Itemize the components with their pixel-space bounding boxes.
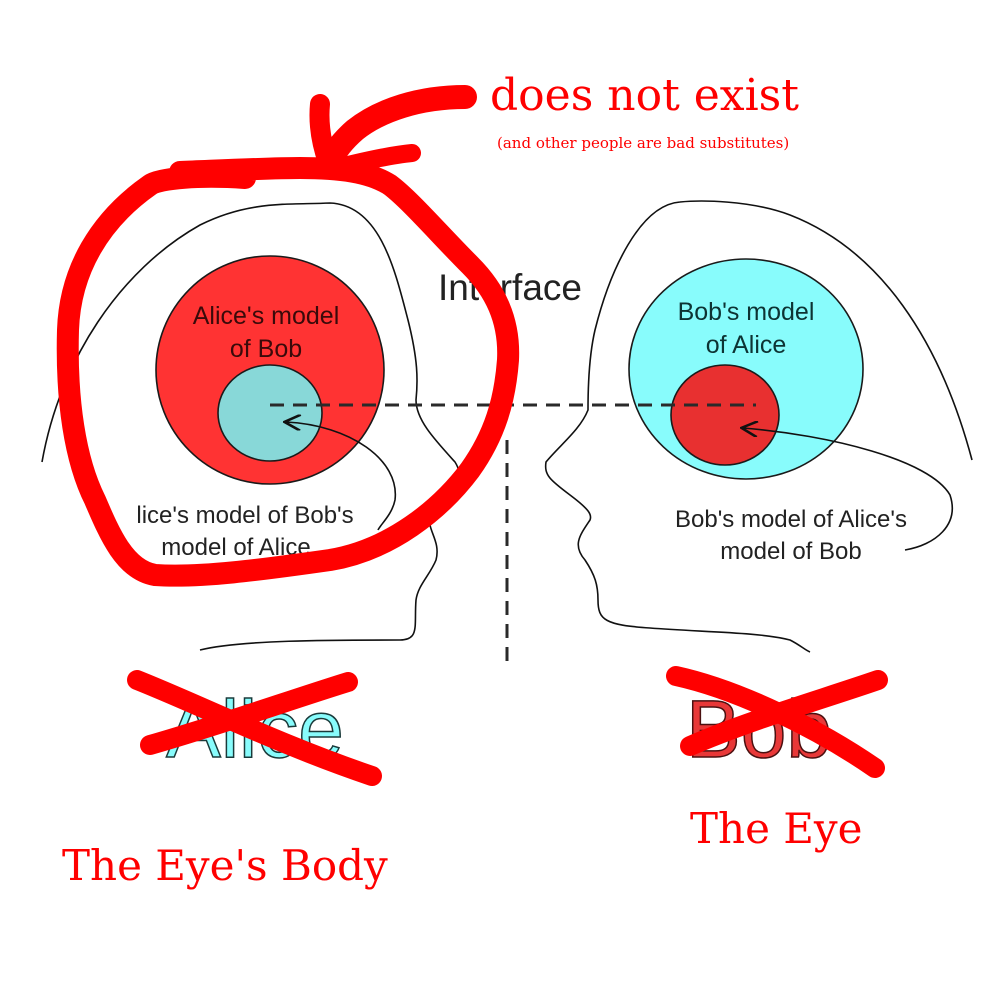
red-circle-scribble xyxy=(56,157,520,587)
the-eye-annotation: The Eye xyxy=(690,804,863,853)
interface-label: Interface xyxy=(438,267,582,308)
red-arrow-head-left xyxy=(309,94,338,172)
bob-head-outline xyxy=(544,200,973,653)
bob-meta-model-circle xyxy=(670,364,780,466)
does-not-exist-annotation: does not exist xyxy=(490,70,799,121)
alice-cross-stroke-2 xyxy=(140,672,358,755)
bad-substitutes-annotation: (and other people are bad substitutes) xyxy=(497,134,789,152)
alice-meta-model-circle xyxy=(217,364,323,462)
alice-head-outline xyxy=(41,202,460,651)
bob-meta-label-line1: Bob's model of Alice's xyxy=(675,506,907,533)
bob-meta-label-line2: model of Bob xyxy=(720,538,861,565)
alice-model-label-line1: Alice's model xyxy=(193,302,340,330)
bob-model-label-line2: of Alice xyxy=(706,331,787,359)
alice-meta-label-line1: lice's model of Bob's xyxy=(136,502,353,529)
the-eyes-body-annotation: The Eye's Body xyxy=(62,841,388,890)
alice-model-label-line2: of Bob xyxy=(230,335,302,363)
bob-cross-stroke-2 xyxy=(680,670,888,756)
bob-model-label-line1: Bob's model xyxy=(678,298,815,326)
red-arrow-head-right xyxy=(327,144,421,177)
red-annotation-layer xyxy=(56,85,888,786)
alice-meta-arrow xyxy=(286,422,396,531)
bob-meta-arrow xyxy=(743,428,953,551)
